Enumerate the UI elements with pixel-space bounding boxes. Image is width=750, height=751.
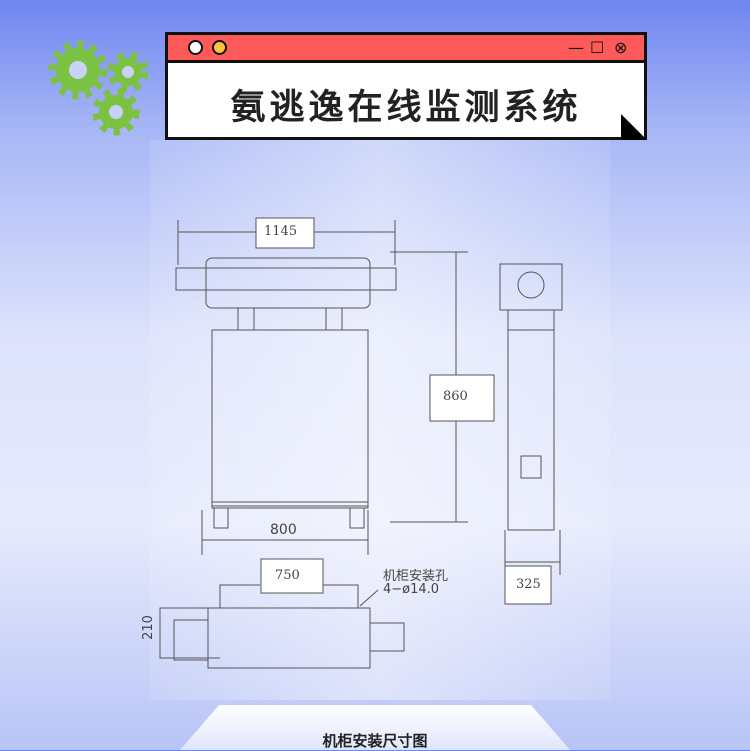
mount-hole-spec: 4−ø14.0 — [383, 582, 440, 597]
app-window: — ☐ ⊗ 氨逃逸在线监测系统 — [165, 32, 647, 140]
dim-side-height: 210 — [140, 615, 156, 640]
maximize-icon[interactable]: ☐ — [590, 38, 605, 57]
window-dot-white[interactable] — [188, 40, 203, 55]
mount-hole-label: 机柜安装孔 — [383, 569, 449, 584]
dim-cabinet-width: 800 — [270, 522, 297, 538]
dim-depth: 325 — [516, 577, 541, 592]
page-title: 氨逃逸在线监测系统 — [230, 88, 582, 128]
background-glow — [150, 140, 610, 700]
dim-mount-spacing: 750 — [275, 568, 300, 583]
minimize-icon[interactable]: — — [568, 38, 584, 57]
window-dot-yellow[interactable] — [212, 40, 227, 55]
drawing-caption: 机柜安装尺寸图 — [322, 732, 428, 750]
title-bar: — ☐ ⊗ — [168, 35, 644, 63]
stage-platform — [180, 705, 570, 750]
dim-height: 860 — [443, 389, 468, 404]
dim-width-total: 1145 — [264, 224, 298, 239]
page-fold — [621, 114, 647, 140]
close-icon[interactable]: ⊗ — [614, 38, 628, 57]
